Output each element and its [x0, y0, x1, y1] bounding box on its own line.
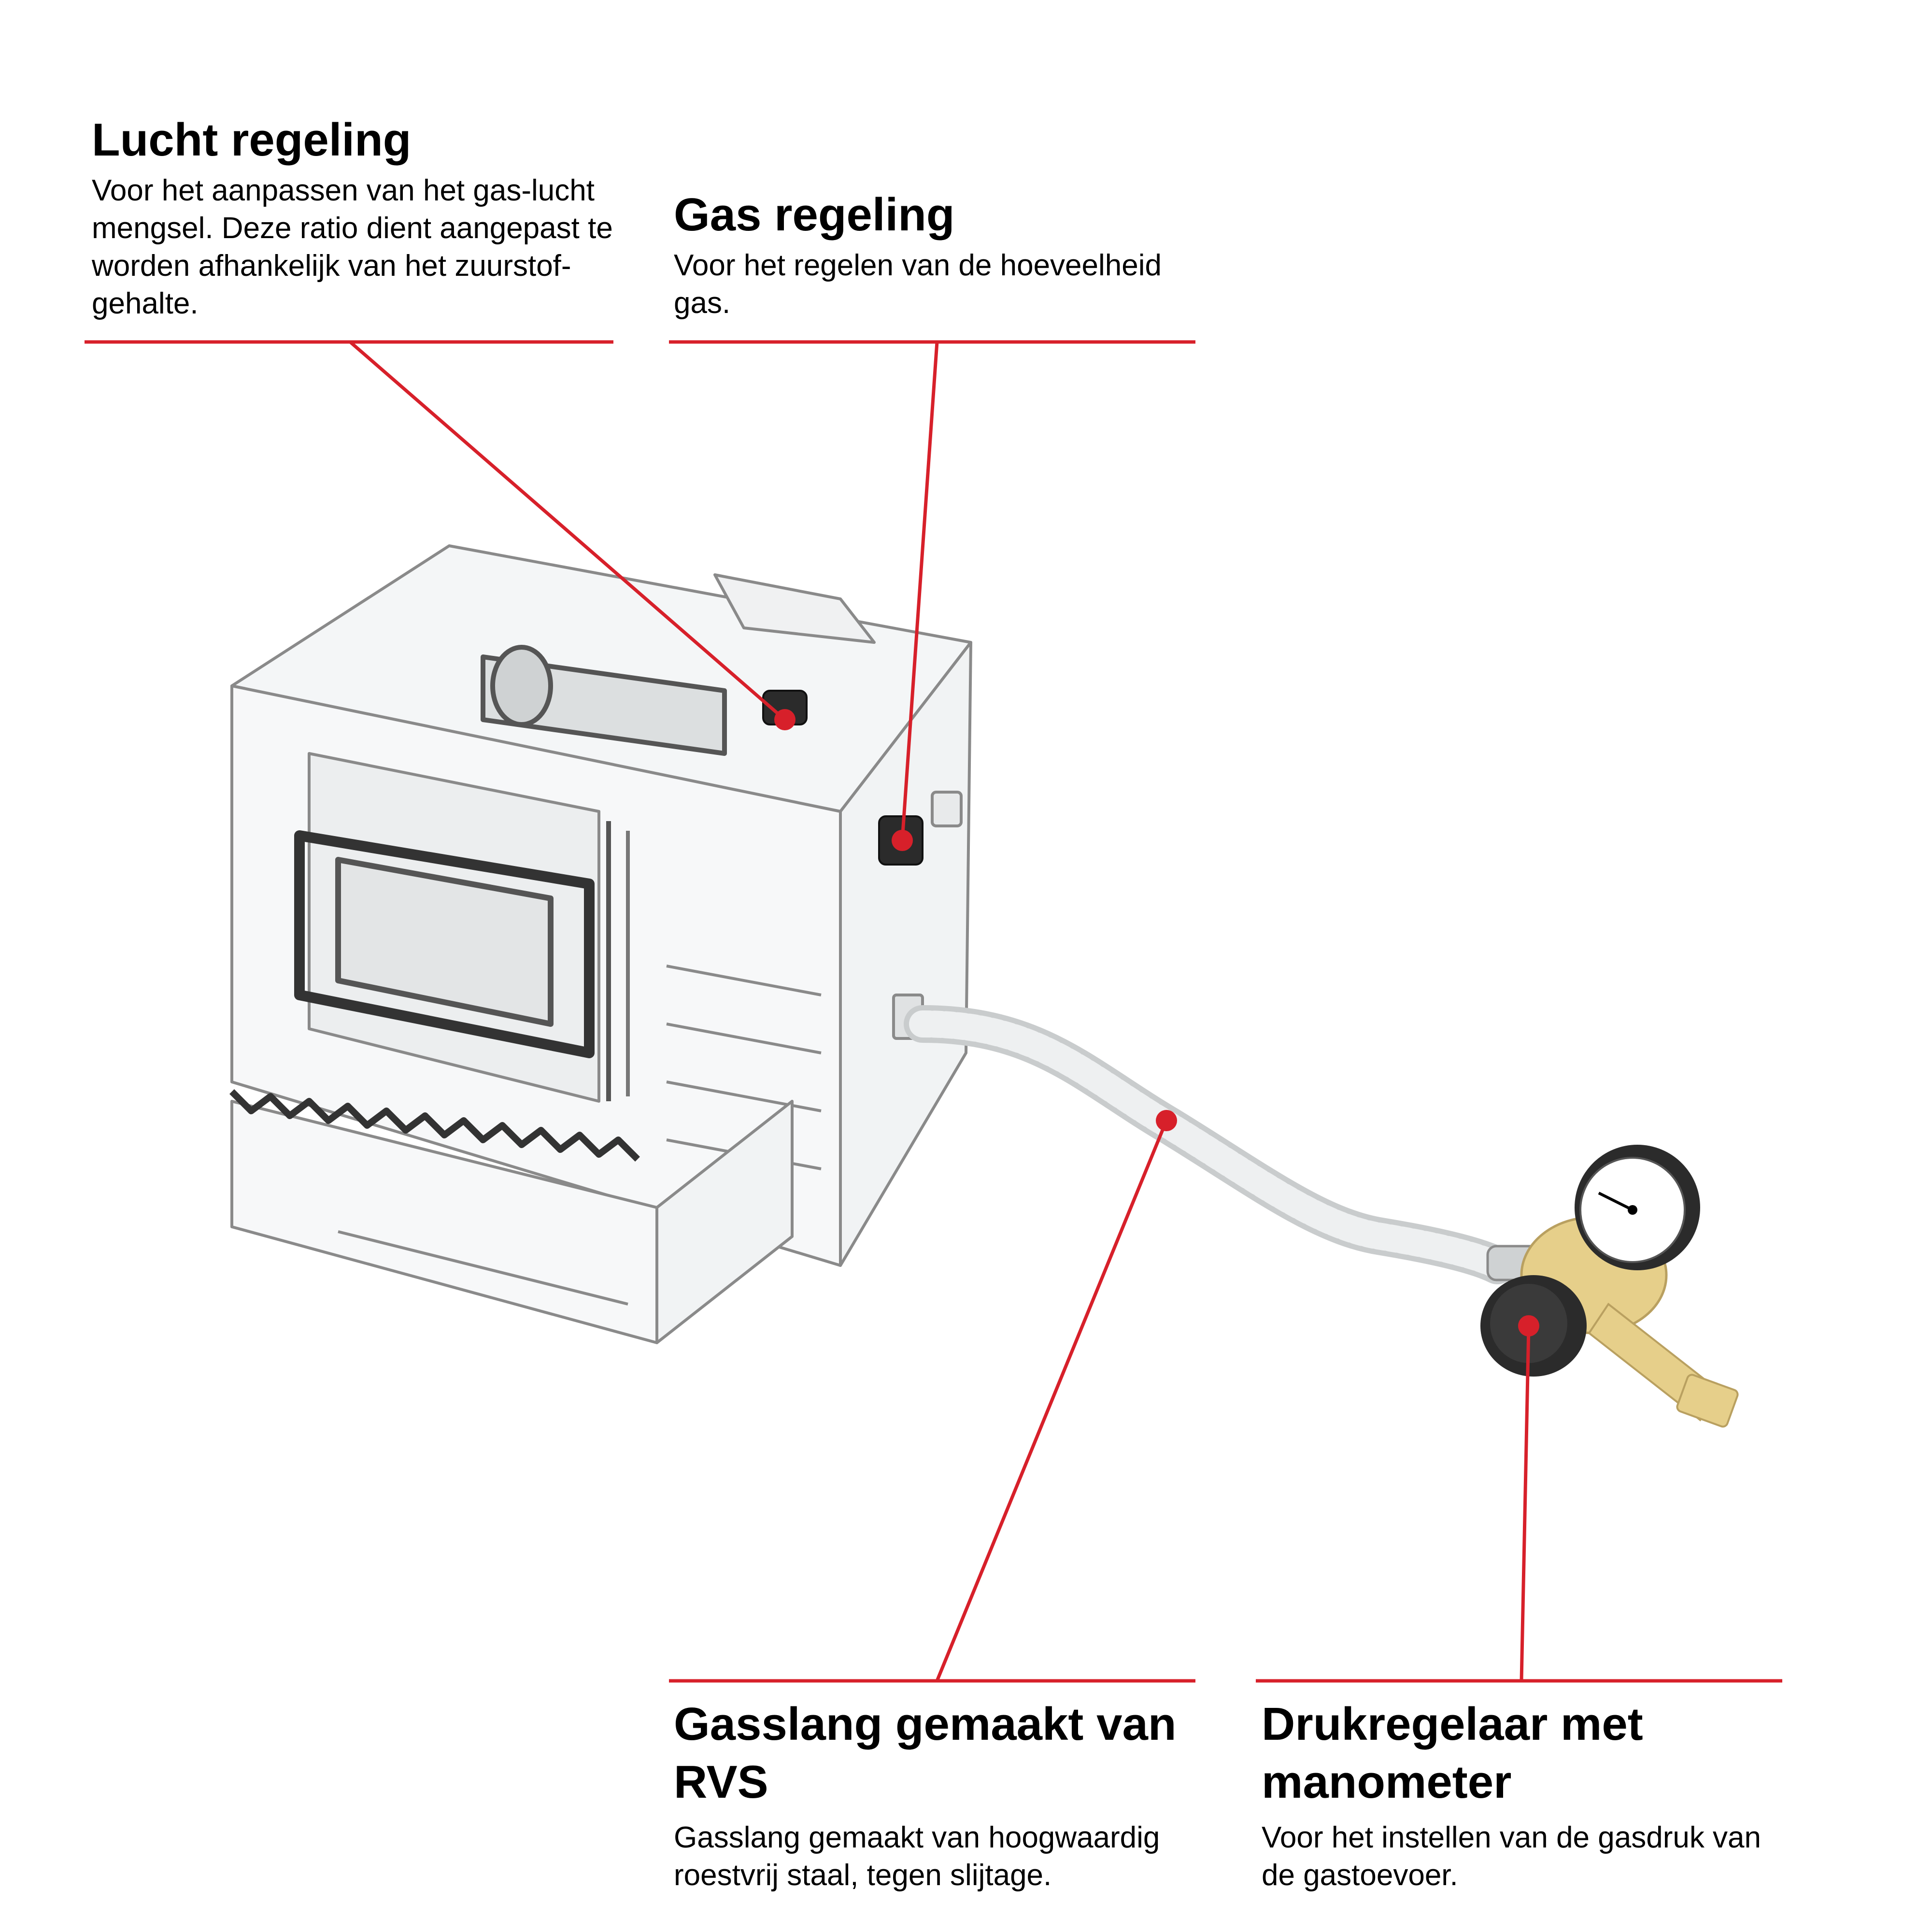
air-control-title: Lucht regeling	[92, 114, 412, 166]
air-leader	[349, 341, 786, 721]
gas-leader	[900, 341, 939, 841]
regulator-leader	[1520, 1325, 1531, 1681]
pressure-regulator-title: Drukregelaar met manometer	[1262, 1698, 1643, 1808]
ash-drawer-illustration	[229, 1089, 794, 1344]
leader-lines	[85, 340, 1782, 1683]
gas-control-marker	[892, 830, 913, 851]
gas-hose-description: Gasslang gemaakt van hoogwaardig roestvr…	[674, 1821, 1160, 1892]
air-control-marker	[774, 709, 796, 730]
oven-illustration	[230, 544, 972, 1267]
callout-pressure-regulator: Drukregelaar met manometer Voor het inst…	[1262, 1695, 1774, 1894]
gas-hose-marker	[1156, 1110, 1177, 1131]
air-control-description: Voor het aanpassen van het gas-lucht men…	[92, 174, 613, 320]
hose-leader	[935, 1120, 1168, 1682]
gas-control-title: Gas regeling	[674, 189, 955, 241]
regulator-marker	[1518, 1315, 1539, 1336]
callout-gas-control: Gas regeling Voor het regelen van de hoe…	[674, 186, 1205, 322]
marker-dots	[774, 709, 1539, 1336]
gas-hose-title: Gasslang gemaakt van RVS	[674, 1698, 1177, 1808]
gas-control-description: Voor het regelen van de hoeveelheid gas.	[674, 249, 1162, 320]
pressure-regulator-description: Voor het instellen van de gasdruk van de…	[1262, 1821, 1762, 1892]
callout-air-control: Lucht regeling Voor het aanpassen van he…	[92, 111, 642, 323]
pressure-regulator-illustration	[1480, 1145, 1739, 1428]
gas-hose-illustration	[904, 1005, 1516, 1284]
callout-gas-hose: Gasslang gemaakt van RVS Gasslang gemaak…	[674, 1695, 1224, 1894]
